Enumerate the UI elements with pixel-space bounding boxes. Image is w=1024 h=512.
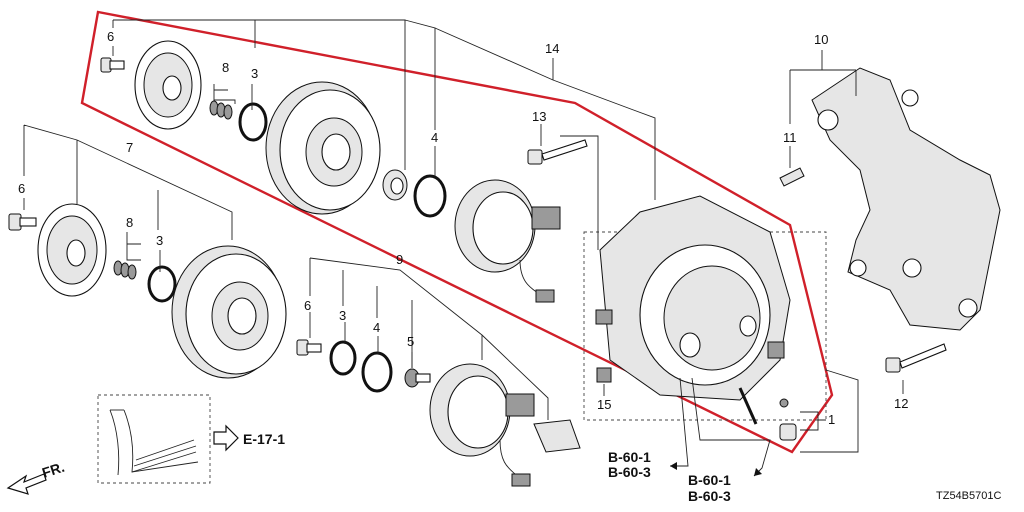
callout-1: 1 [828, 412, 835, 427]
bolt-5[interactable] [404, 368, 431, 388]
snap-ring-4-upper[interactable] [413, 174, 447, 218]
field-coil-lower[interactable] [429, 363, 581, 487]
leader-lines [23, 19, 904, 477]
bolt-6-lower-left[interactable] [8, 213, 37, 231]
reference-arrow-icon [213, 424, 239, 452]
ref-b-60-3-b[interactable]: B-60-3 [688, 488, 731, 504]
callout-3-upper: 3 [251, 66, 258, 81]
relief-valve-1[interactable] [779, 398, 797, 441]
callout-numbers: 6 8 3 4 14 13 10 11 7 6 8 3 9 6 3 4 5 15… [18, 29, 908, 427]
snap-ring-3-lower-mid[interactable] [329, 340, 357, 376]
snap-ring-3-lower-left[interactable] [147, 265, 177, 303]
callout-4-lower-mid: 4 [373, 320, 380, 335]
pulley-upper[interactable] [265, 81, 381, 215]
shims-8-lower-left[interactable] [113, 260, 137, 280]
bolt-13[interactable] [527, 139, 588, 165]
callout-3-lower-mid: 3 [339, 308, 346, 323]
snap-ring-4-lower-mid[interactable] [361, 351, 393, 393]
callout-12: 12 [894, 396, 908, 411]
belt-detail-box [97, 394, 211, 484]
ref-arrowhead-a [670, 462, 677, 470]
diagram-code: TZ54B5701C [936, 490, 1001, 502]
armature-plate-lower-left[interactable] [37, 203, 107, 297]
compressor-body[interactable] [595, 195, 791, 425]
bolt-12[interactable] [885, 343, 947, 373]
snap-ring-3-upper[interactable] [238, 102, 268, 142]
shims-8-upper[interactable] [209, 100, 233, 120]
bolt-6-upper[interactable] [100, 57, 125, 73]
ref-b-60-1-a[interactable]: B-60-1 [608, 449, 651, 465]
assembly-highlight-outline [80, 10, 834, 454]
callout-11: 11 [783, 130, 797, 145]
callout-8-upper: 8 [222, 60, 229, 75]
callout-14: 14 [545, 41, 559, 56]
ref-b-60-1-b[interactable]: B-60-1 [688, 472, 731, 488]
fitting-15[interactable] [596, 367, 612, 383]
ref-arrowhead-b [754, 468, 762, 476]
belt-section[interactable] [109, 409, 199, 476]
dowel-pin-11[interactable] [779, 167, 805, 187]
callout-5: 5 [407, 334, 414, 349]
field-coil-upper[interactable] [454, 179, 561, 303]
callout-9: 9 [396, 252, 403, 267]
callout-4-upper: 4 [431, 130, 438, 145]
callout-10: 10 [814, 32, 828, 47]
pulley-lower-left[interactable] [171, 245, 287, 379]
callout-6-lower-left: 6 [18, 181, 25, 196]
ref-e-17-1[interactable]: E-17-1 [243, 431, 285, 447]
front-label: FR. [40, 459, 66, 481]
callout-15: 15 [597, 397, 611, 412]
armature-plate-upper[interactable] [134, 40, 202, 130]
bracket-10[interactable] [811, 67, 1001, 331]
reference-labels: E-17-1 B-60-1 B-60-3 B-60-1 B-60-3 [243, 431, 731, 504]
callout-7: 7 [126, 140, 133, 155]
callout-6-upper: 6 [107, 29, 114, 44]
callout-6-lower-mid: 6 [304, 298, 311, 313]
ref-b-60-3-a[interactable]: B-60-3 [608, 464, 651, 480]
bearing-upper[interactable] [382, 169, 408, 201]
callout-8-lower-left: 8 [126, 215, 133, 230]
callout-13: 13 [532, 109, 546, 124]
bolt-6-lower-mid[interactable] [296, 339, 322, 356]
front-direction-arrow-icon [6, 473, 47, 495]
callout-3-lower-left: 3 [156, 233, 163, 248]
